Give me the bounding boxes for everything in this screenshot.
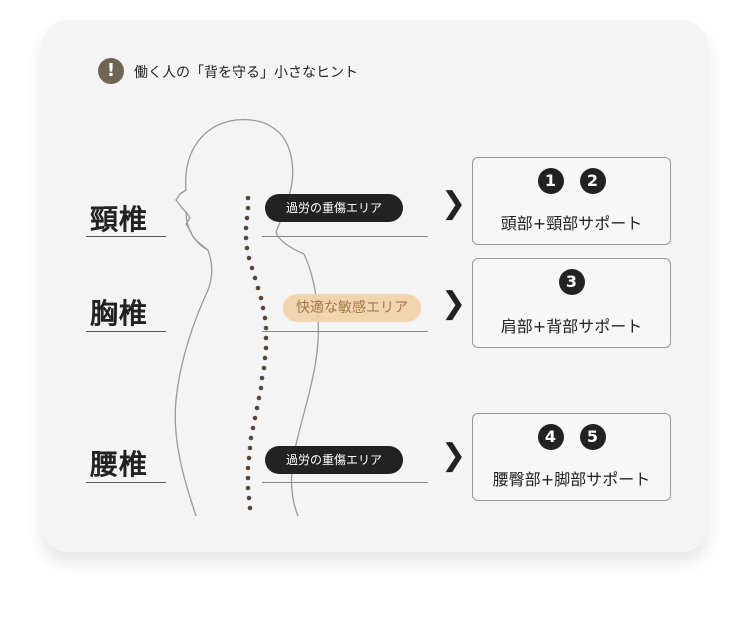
label-underline (86, 331, 166, 332)
label-thoracic: 胸椎 (90, 297, 149, 330)
support-label: 腰臀部+脚部サポート (492, 470, 651, 489)
number-badge: 1 (537, 168, 564, 194)
chevron-right-icon: ❯ (441, 186, 467, 221)
label-underline (86, 482, 166, 483)
number-badge: 4 (537, 424, 564, 450)
number-badge: 5 (579, 424, 606, 450)
label-underline (86, 236, 166, 237)
exclamation-icon: ! (98, 58, 124, 84)
pill-underline (262, 331, 428, 332)
pill-underline (262, 236, 428, 237)
zone-pill-cervical: 過労の重傷エリア (265, 194, 403, 222)
label-cervical: 頸椎 (90, 203, 149, 236)
number-badge: 2 (579, 168, 606, 194)
hint-title: 働く人の「背を守る」小さなヒント (134, 65, 358, 81)
chevron-right-icon: ❯ (441, 438, 467, 473)
label-lumbar: 腰椎 (90, 448, 149, 481)
zone-pill-thoracic: 快適な敏感エリア (283, 294, 421, 322)
chevron-right-icon: ❯ (441, 286, 467, 321)
support-box-shoulder-back: 3 肩部+背部サポート (472, 258, 671, 348)
zone-pill-lumbar: 過労の重傷エリア (265, 446, 403, 474)
number-badge: 3 (558, 269, 585, 295)
support-label: 頭部+頸部サポート (500, 214, 643, 233)
support-label: 肩部+背部サポート (500, 317, 643, 336)
pill-underline (262, 482, 428, 483)
